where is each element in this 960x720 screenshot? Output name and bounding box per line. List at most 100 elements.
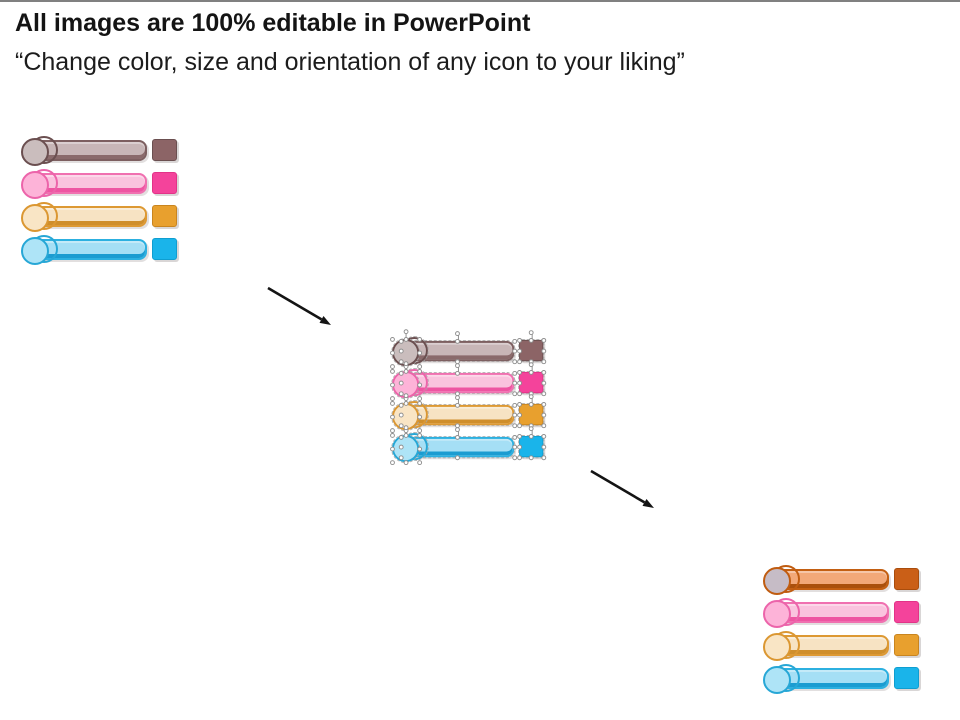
rotation-handle[interactable] (403, 393, 409, 399)
arrow-icon[interactable] (263, 283, 339, 331)
bar-row-pink[interactable] (389, 361, 546, 401)
bar-row-cyan[interactable] (389, 425, 546, 465)
selection-handle[interactable] (528, 337, 534, 343)
selection-handle[interactable] (403, 336, 409, 342)
selection-handle[interactable] (516, 369, 522, 375)
selection-handle[interactable] (516, 433, 522, 439)
selection-handle[interactable] (540, 369, 546, 375)
selection-handle[interactable] (511, 348, 517, 354)
circle-icon[interactable] (391, 434, 421, 464)
selection-handle[interactable] (416, 336, 422, 342)
selection-handle[interactable] (398, 358, 404, 364)
circle-icon[interactable] (763, 567, 791, 595)
square-shape[interactable] (894, 601, 919, 623)
selection-handle[interactable] (511, 434, 517, 440)
selection-handle[interactable] (389, 382, 395, 387)
selection-handle[interactable] (398, 338, 404, 344)
selection-handle[interactable] (389, 459, 395, 465)
selection-handle[interactable] (511, 358, 517, 364)
selection-handle[interactable] (540, 380, 546, 386)
square-shape[interactable] (152, 139, 177, 161)
bar-row-amber[interactable] (21, 202, 179, 232)
bar-row-cyan[interactable] (763, 664, 921, 694)
selection-handle[interactable] (403, 400, 409, 406)
square-shape[interactable] (518, 370, 545, 395)
selection-handle[interactable] (516, 380, 522, 386)
bar-row-amber[interactable] (389, 393, 546, 433)
square-shape[interactable] (152, 172, 177, 194)
selection-handle[interactable] (416, 395, 422, 401)
selection-handle[interactable] (389, 427, 395, 433)
selection-handle[interactable] (540, 401, 546, 407)
selection-handle[interactable] (540, 422, 546, 428)
selection-handle[interactable] (398, 348, 404, 354)
selection-handle[interactable] (516, 358, 522, 364)
bar-list-graphic-bottom-right[interactable] (763, 565, 921, 694)
selection-handle[interactable] (455, 390, 460, 396)
selection-handle[interactable] (389, 400, 395, 406)
selection-handle[interactable] (389, 368, 395, 374)
selection-handle[interactable] (516, 390, 522, 396)
selection-handle[interactable] (528, 454, 534, 460)
square-shape[interactable] (518, 338, 545, 363)
selection-handle[interactable] (511, 380, 517, 386)
selection-handle[interactable] (389, 395, 395, 401)
bar-list-graphic-center-selected[interactable] (389, 329, 546, 465)
rotation-handle[interactable] (455, 395, 460, 401)
selection-handle[interactable] (403, 432, 409, 438)
selection-handle[interactable] (416, 382, 422, 387)
selection-handle[interactable] (455, 454, 460, 460)
rotation-handle[interactable] (403, 329, 409, 335)
rotation-handle[interactable] (528, 426, 534, 432)
selection-handle[interactable] (398, 402, 404, 408)
bar-list-graphic-top-left[interactable] (21, 136, 179, 265)
selection-handle[interactable] (540, 390, 546, 396)
bar-row-pink[interactable] (21, 169, 179, 199)
selection-handle[interactable] (398, 390, 404, 396)
selection-handle[interactable] (511, 390, 517, 396)
selection-handle[interactable] (455, 358, 460, 364)
selection-handle[interactable] (540, 454, 546, 460)
selection-handle[interactable] (398, 444, 404, 450)
bar-row-orange[interactable] (763, 565, 921, 595)
selection-handle[interactable] (540, 444, 546, 450)
circle-icon[interactable] (21, 204, 49, 232)
selection-handle[interactable] (455, 370, 460, 376)
circle-icon[interactable] (21, 138, 49, 166)
selection-handle[interactable] (455, 434, 460, 440)
selection-handle[interactable] (511, 402, 517, 408)
selection-handle[interactable] (540, 358, 546, 364)
selection-handle[interactable] (516, 348, 522, 354)
selection-handle[interactable] (389, 432, 395, 438)
selection-handle[interactable] (540, 412, 546, 418)
rotation-handle[interactable] (403, 361, 409, 367)
circle-icon[interactable] (763, 600, 791, 628)
selection-handle[interactable] (389, 446, 395, 451)
selection-handle[interactable] (516, 401, 522, 407)
selection-handle[interactable] (398, 412, 404, 418)
selection-handle[interactable] (416, 446, 422, 451)
circle-icon[interactable] (763, 666, 791, 694)
selection-handle[interactable] (398, 454, 404, 460)
selection-handle[interactable] (528, 401, 534, 407)
selection-handle[interactable] (511, 370, 517, 376)
selection-handle[interactable] (511, 412, 517, 418)
square-shape[interactable] (152, 238, 177, 260)
square-shape[interactable] (152, 205, 177, 227)
square-shape[interactable] (894, 634, 919, 656)
selection-handle[interactable] (403, 459, 409, 465)
circle-icon[interactable] (21, 171, 49, 199)
selection-handle[interactable] (398, 434, 404, 440)
selection-handle[interactable] (403, 368, 409, 374)
selection-handle[interactable] (516, 412, 522, 418)
rotation-handle[interactable] (403, 425, 409, 431)
rotation-handle[interactable] (455, 331, 460, 337)
selection-handle[interactable] (516, 454, 522, 460)
selection-handle[interactable] (511, 338, 517, 344)
selection-handle[interactable] (398, 422, 404, 428)
square-shape[interactable] (894, 667, 919, 689)
bar-row-taupe[interactable] (389, 329, 546, 369)
bar-row-amber[interactable] (763, 631, 921, 661)
arrow-icon[interactable] (586, 466, 662, 514)
circle-icon[interactable] (21, 237, 49, 265)
